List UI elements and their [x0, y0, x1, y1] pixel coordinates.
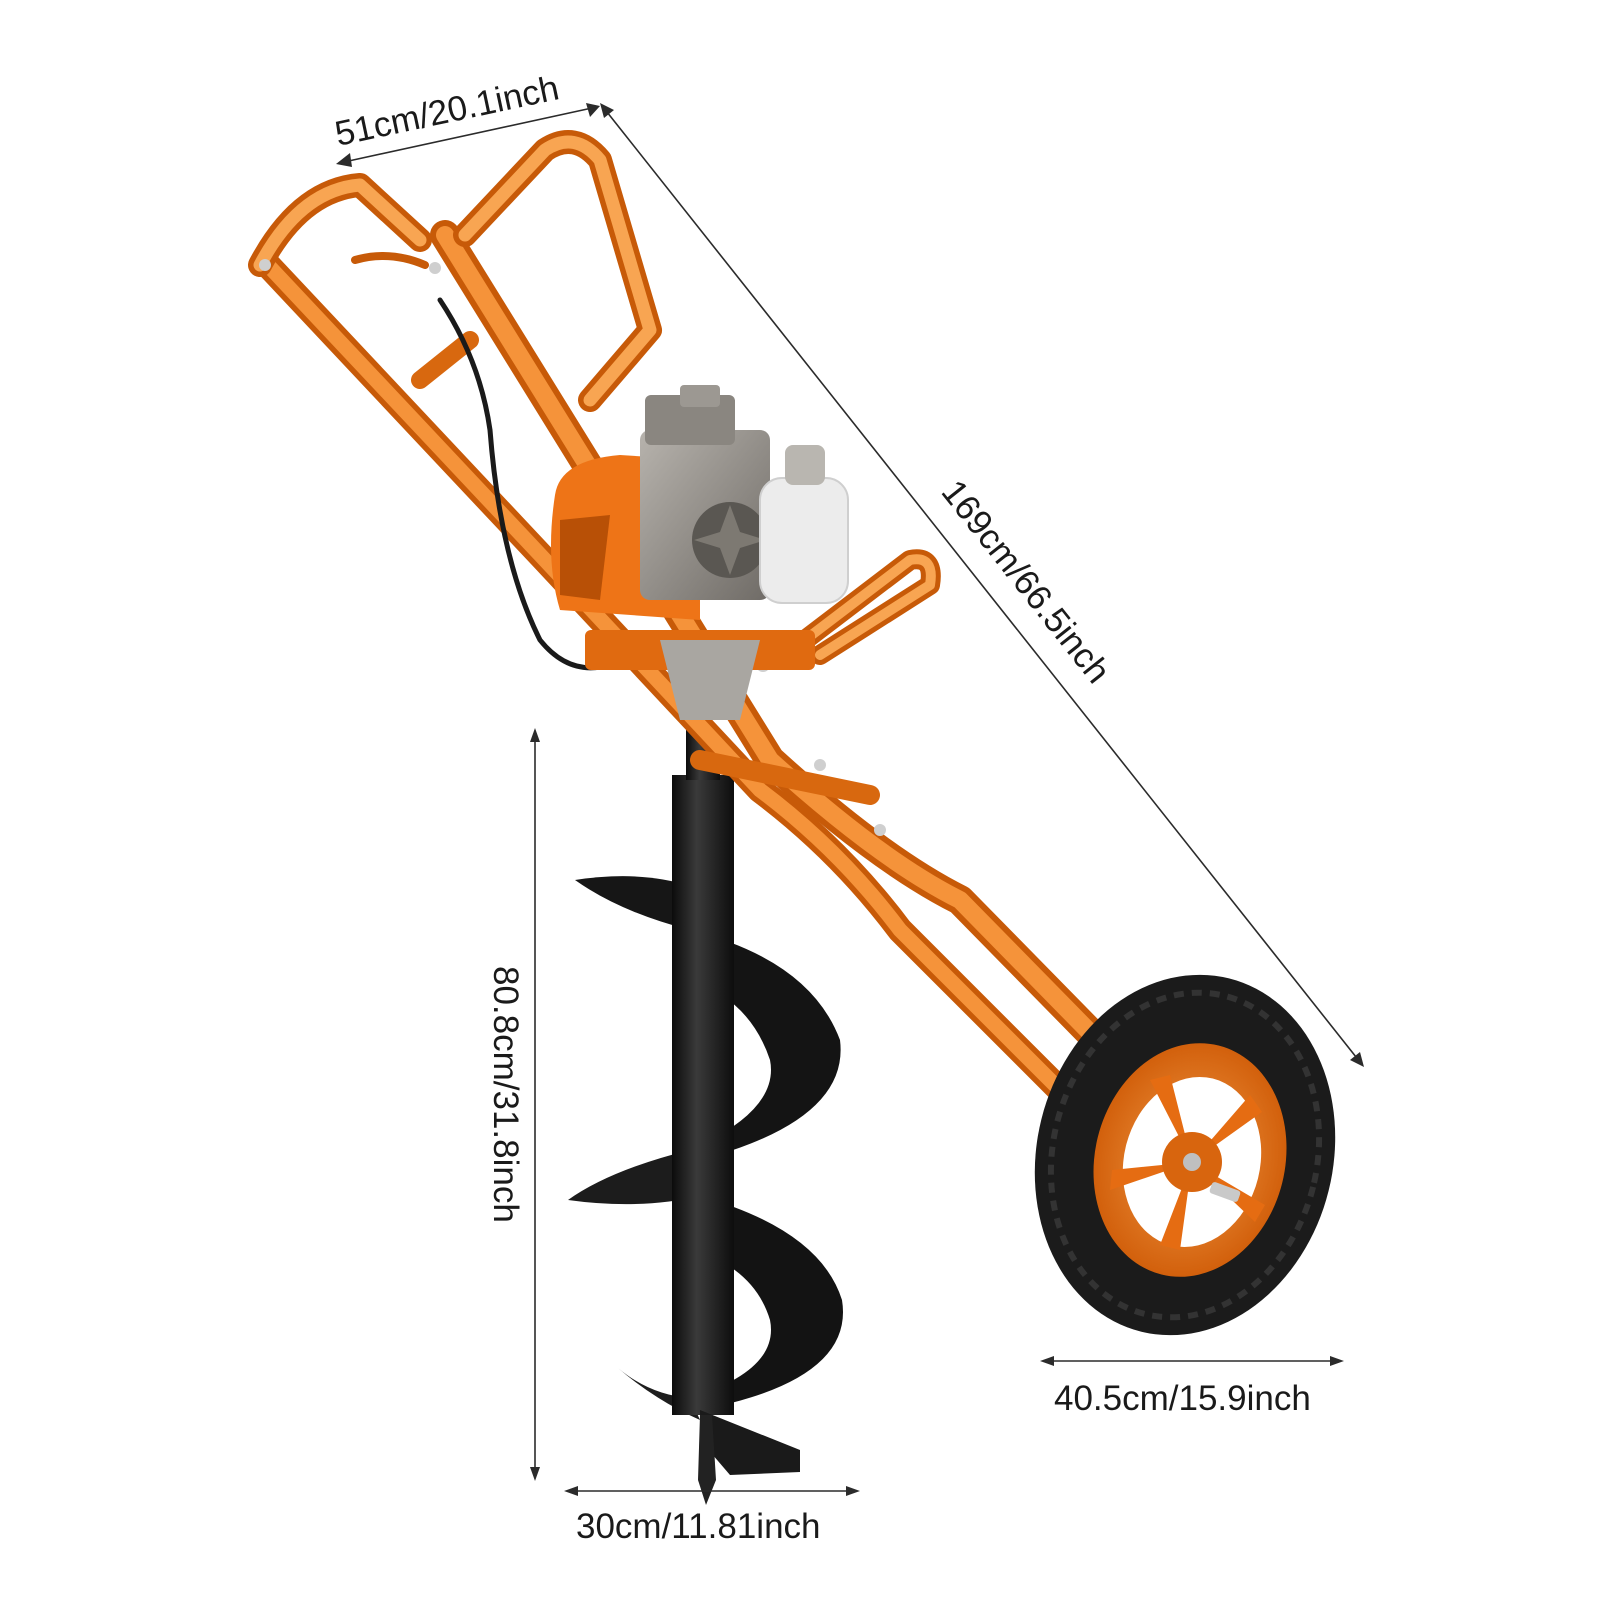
arrow-head-right — [586, 103, 600, 117]
arrow-head-right — [846, 1486, 860, 1496]
wheel — [1034, 974, 1336, 1336]
throttle-cable — [437, 297, 643, 671]
handle-width-label: 51cm/20.1inch — [332, 68, 563, 153]
auger-pilot-point — [698, 1415, 716, 1505]
tire-tread — [1047, 989, 1323, 1321]
dimension-auger-length: 80.8cm/31.8inch — [486, 728, 540, 1481]
side-handle-highlight — [800, 554, 936, 660]
arrow-head-left — [336, 153, 352, 167]
engine-housing-shade — [560, 515, 610, 600]
arrow-head-left — [564, 1486, 578, 1496]
dimension-auger-diameter: 30cm/11.81inch — [564, 1486, 860, 1546]
dimension-wheel-diameter: 40.5cm/15.9inch — [1040, 1356, 1344, 1418]
engine-top — [645, 395, 735, 445]
auger-bit — [568, 730, 844, 1505]
auger-flight — [575, 876, 690, 930]
cross-bar — [690, 750, 880, 805]
arrow-head-right — [1330, 1356, 1344, 1366]
axle — [1183, 1153, 1201, 1171]
cross-bar — [411, 331, 479, 389]
auger-diameter-label: 30cm/11.81inch — [576, 1507, 821, 1546]
lower-rail-highlight — [257, 254, 1088, 1118]
axle-bolt — [1209, 1182, 1241, 1202]
auger-shaft — [672, 775, 734, 1415]
bolt — [259, 259, 271, 271]
auger-blade-tip — [700, 1410, 800, 1475]
throttle-lever — [351, 252, 429, 269]
arrow-head-top — [530, 728, 540, 742]
wheel-diameter-label: 40.5cm/15.9inch — [1054, 1379, 1311, 1418]
fuel-cap — [785, 445, 825, 485]
engine-cap — [680, 385, 720, 407]
bolt — [429, 262, 441, 274]
bolt — [814, 759, 826, 771]
handle-rear-loop-highlight — [458, 135, 657, 407]
arrow-head-top — [600, 103, 614, 118]
gearbox — [660, 640, 760, 720]
arrow-head-bottom — [530, 1467, 540, 1481]
bolt — [874, 824, 886, 836]
frame — [248, 130, 1235, 1180]
engine — [551, 385, 849, 720]
starter-star — [694, 505, 766, 575]
auger-length-label: 80.8cm/31.8inch — [486, 966, 525, 1223]
arrow-head-left — [1040, 1356, 1054, 1366]
overall-length-label: 169cm/66.5inch — [934, 473, 1118, 691]
auger-flight — [568, 1150, 700, 1205]
auger-machine — [248, 130, 1336, 1505]
fuel-tank — [759, 477, 849, 604]
arrow-head-bottom — [1350, 1052, 1364, 1067]
handle-loop-highlight — [253, 178, 427, 272]
